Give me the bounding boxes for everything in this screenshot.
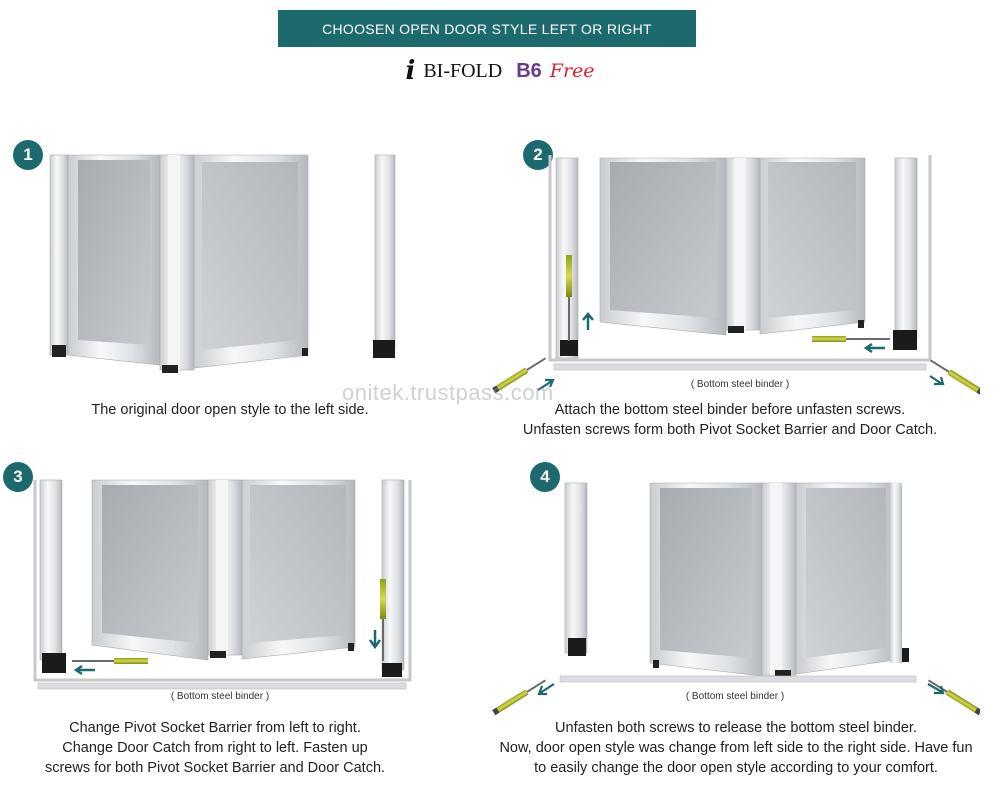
page-title: CHOOSEN OPEN DOOR STYLE LEFT OR RIGHT xyxy=(322,20,652,37)
step-4-arrow-bottom-left-icon xyxy=(537,683,555,696)
step-1-illustration xyxy=(49,154,396,373)
product-line: i BI-FOLD B6 Free xyxy=(0,56,1000,86)
step-3-binder-label: ( Bottom steel binder ) xyxy=(171,691,269,702)
step-2-arrow-left-icon xyxy=(863,342,885,354)
step-4-illustration: ( Bottom steel binder ) xyxy=(492,482,980,716)
step-3-arrow-left-icon xyxy=(73,664,95,676)
step-2-screwdriver-horizontal-icon xyxy=(812,336,846,342)
step-1-caption: The original door open style to the left… xyxy=(40,400,420,420)
step-1-caption-line: The original door open style to the left… xyxy=(91,402,369,418)
step-2-number: 2 xyxy=(533,145,543,164)
step-2-caption-line-1: Attach the bottom steel binder before un… xyxy=(554,402,906,418)
step-3-screwdriver-horizontal-icon xyxy=(114,658,148,664)
product-name: BI-FOLD xyxy=(423,59,503,82)
step-2-binder-label: ( Bottom steel binder ) xyxy=(691,379,789,390)
step-3-badge: 3 xyxy=(3,462,33,492)
step-4-caption-line-3: to easily change the door open style acc… xyxy=(534,760,938,776)
step-4-arrow-bottom-right-icon xyxy=(927,683,945,695)
step-2-arrow-up-icon xyxy=(582,312,594,330)
step-1-badge: 1 xyxy=(13,140,43,170)
product-model: B6 xyxy=(516,59,542,82)
step-2-arrow-bottom-right-icon xyxy=(929,375,945,386)
step-2-screwdriver-bottom-right-icon xyxy=(929,359,980,396)
step-4-badge: 4 xyxy=(530,462,560,492)
step-4-caption-line-2: Now, door open style was change from lef… xyxy=(499,740,973,756)
product-badge: Free xyxy=(549,60,595,82)
page-title-banner: CHOOSEN OPEN DOOR STYLE LEFT OR RIGHT xyxy=(278,10,696,47)
step-2-caption: Attach the bottom steel binder before un… xyxy=(480,400,980,440)
step-2-screwdriver-vertical-icon xyxy=(566,255,572,297)
step-3-number: 3 xyxy=(13,467,23,486)
step-1-number: 1 xyxy=(23,145,33,164)
step-4-number: 4 xyxy=(540,467,550,486)
step-2-illustration: ( Bottom steel binder ) xyxy=(492,155,980,396)
step-3-screwdriver-vertical-icon xyxy=(380,579,386,619)
step-4-screwdriver-bottom-right-icon xyxy=(927,679,980,716)
step-4-caption-line-1: Unfasten both screws to release the bott… xyxy=(555,720,917,736)
step-3-arrow-down-icon xyxy=(368,630,382,650)
step-4-binder-label: ( Bottom steel binder ) xyxy=(686,691,784,702)
brand-logo-icon: i xyxy=(405,56,416,86)
step-3-caption-line-1: Change Pivot Socket Barrier from left to… xyxy=(69,720,361,736)
watermark: onitek.trustpass.com xyxy=(342,380,554,405)
step-3-caption-line-2: Change Door Catch from right to left. Fa… xyxy=(62,740,368,756)
step-4-screwdriver-bottom-left-icon xyxy=(492,679,547,716)
step-3-caption: Change Pivot Socket Barrier from left to… xyxy=(5,718,425,778)
step-4-caption: Unfasten both screws to release the bott… xyxy=(478,718,994,778)
step-3-caption-line-3: screws for both Pivot Socket Barrier and… xyxy=(44,760,386,776)
step-2-caption-line-2: Unfasten screws form both Pivot Socket B… xyxy=(522,422,938,438)
step-2-badge: 2 xyxy=(523,140,553,170)
step-2-arrow-bottom-left-icon xyxy=(537,378,555,391)
step-3-illustration: ( Bottom steel binder ) xyxy=(33,479,412,702)
step-2-screwdriver-bottom-left-icon xyxy=(492,357,547,394)
